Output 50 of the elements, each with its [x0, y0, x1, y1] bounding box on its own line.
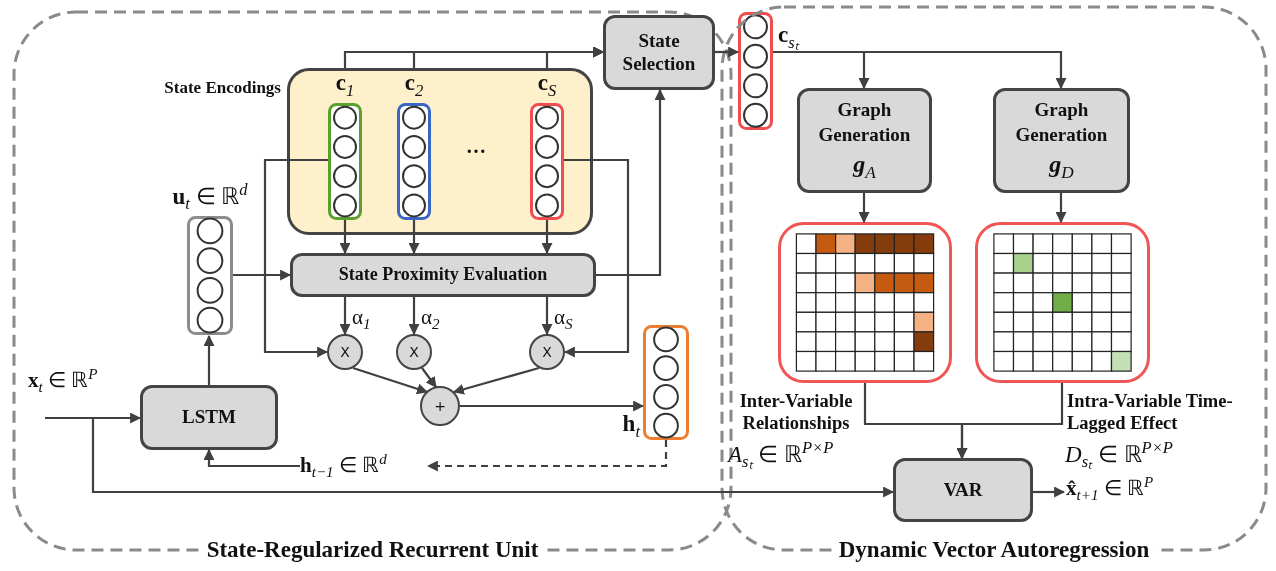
arrow: [541, 297, 553, 336]
operator-circle: X: [396, 334, 432, 370]
vector-label: h$_{t}$: [621, 411, 640, 442]
vector-label: u$_{t}$ ∈ ℝ$^{d}$: [171, 180, 249, 215]
math-label: A$_{sₜ}$ ∈ ℝ$^{P×P}$: [728, 438, 835, 473]
arrow: [1055, 193, 1067, 224]
arrow: [956, 383, 1064, 460]
math-label: h$_{t−1}$ ∈ ℝ$^{d}$: [300, 451, 426, 483]
arrow: [339, 297, 351, 336]
matrix-caption: Inter-Variable Relationships: [738, 390, 854, 435]
vector-label: c$_{2}$: [403, 70, 425, 101]
arrow: [263, 158, 329, 358]
math-label: D$_{sₜ}$ ∈ ℝ$^{P×P}$: [1065, 438, 1174, 473]
arrow: [452, 366, 540, 395]
vector-label: c$_{sₜ}$: [778, 22, 801, 53]
arrow: [460, 400, 645, 412]
ellipsis-label: …: [466, 135, 486, 158]
arrow: [563, 158, 630, 358]
operator-circle: X: [529, 334, 565, 370]
arrow: [408, 220, 420, 255]
arrow: [352, 366, 429, 395]
vector-label: c$_{S}$: [536, 70, 558, 101]
process-box: State Proximity Evaluation: [290, 253, 596, 297]
arrow: [1033, 486, 1066, 498]
arrow: [408, 297, 420, 336]
process-box: State Selection: [603, 15, 715, 90]
arrow: [421, 367, 437, 388]
process-box: VAR: [893, 458, 1033, 522]
arrow: [426, 440, 668, 472]
panel-heading: State Encodings: [163, 78, 281, 98]
arrow: [596, 88, 666, 277]
arrow: [858, 193, 870, 224]
arrow: [233, 269, 292, 281]
process-box: LSTM: [140, 385, 278, 450]
arrow: [715, 46, 740, 58]
operator-circle: +: [420, 386, 460, 426]
math-label: x̂$_{t+1}$ ∈ ℝ$^{P}$: [1066, 474, 1206, 510]
matrix-caption: Intra-Variable Time-Lagged Effect: [1067, 390, 1234, 435]
arrow: [545, 46, 605, 68]
arrow: [91, 418, 895, 498]
arrow: [339, 220, 351, 255]
operator-circle: X: [327, 334, 363, 370]
process-box: Graph Generation g$_{D}$: [993, 88, 1130, 193]
arrow: [773, 50, 1067, 90]
vector-label: c$_{1}$: [334, 70, 356, 101]
arrow: [203, 334, 215, 385]
arrow: [541, 220, 553, 255]
process-box: Graph Generation g$_{A}$: [797, 88, 932, 193]
arrow: [45, 412, 142, 424]
arrow: [203, 448, 300, 468]
